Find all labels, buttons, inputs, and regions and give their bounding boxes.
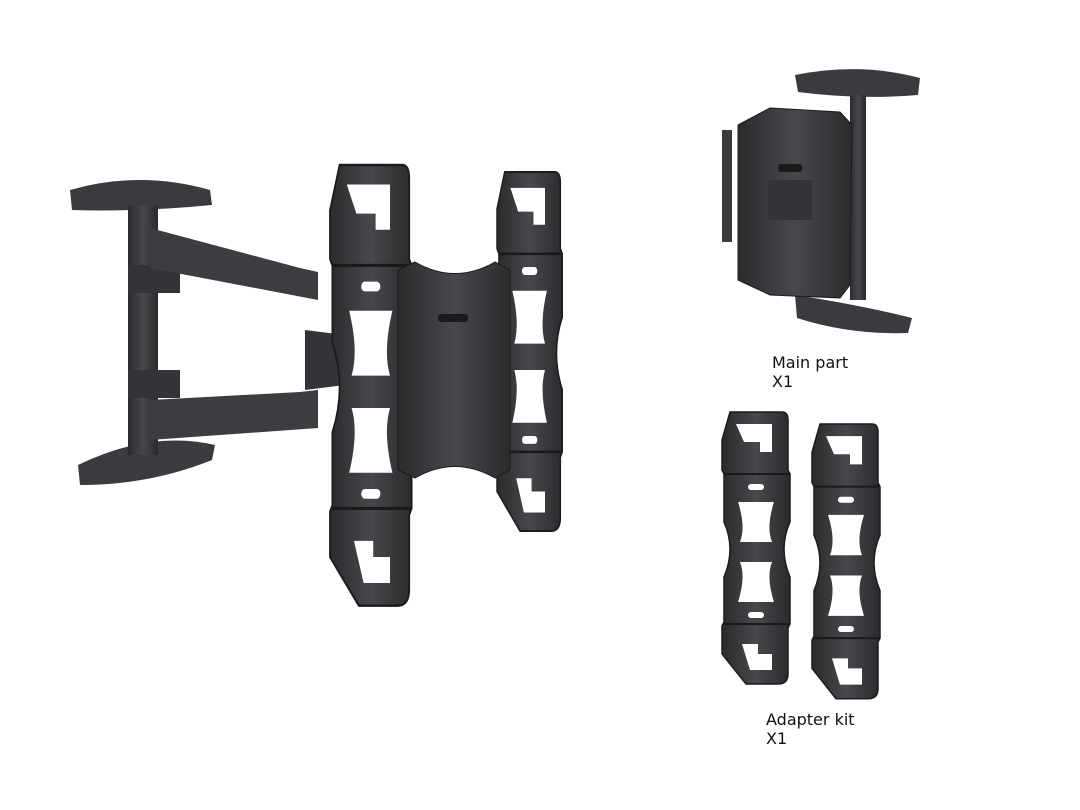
adapter-kit-label: Adapter kit bbox=[766, 710, 855, 729]
main-part-quantity: X1 bbox=[772, 372, 794, 391]
adapter-plate-left bbox=[721, 411, 791, 685]
main-part-caption: Main part X1 bbox=[772, 353, 848, 391]
adapter-kit-quantity: X1 bbox=[766, 729, 788, 748]
adapter-plate-right bbox=[810, 422, 882, 700]
adapter-kit-caption: Adapter kit X1 bbox=[766, 710, 855, 748]
main-part-image bbox=[722, 69, 920, 334]
wall-mount-assembled bbox=[70, 163, 564, 608]
main-part-label: Main part bbox=[772, 353, 849, 372]
